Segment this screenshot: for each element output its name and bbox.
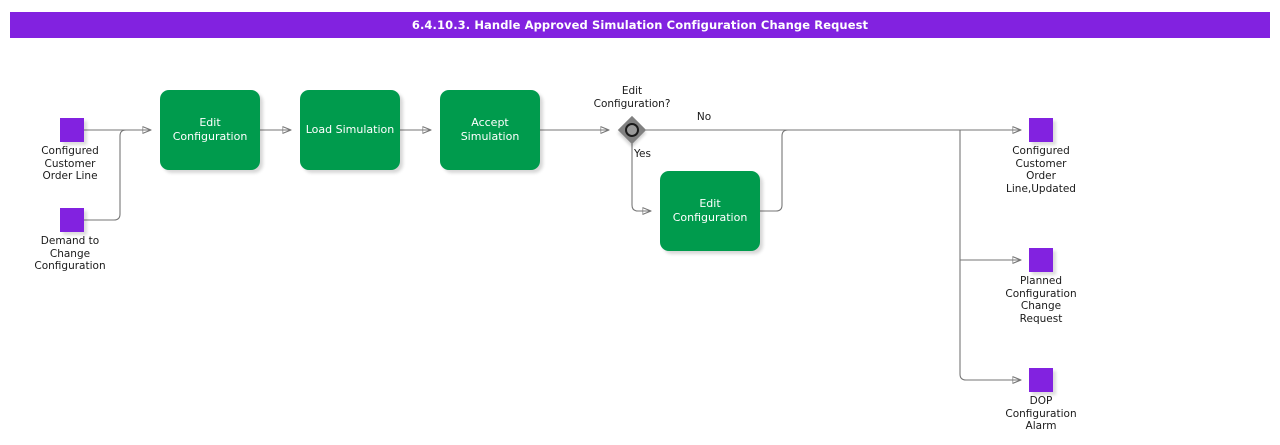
data-object-configured-customer-order-line[interactable] [60,118,84,142]
task-label-edit-configuration-1: Edit Configuration [172,116,248,143]
data-label-configured-customer-order-line: Configured Customer Order Line [41,145,99,183]
wire-edit-configuration-2-to-merge [760,129,789,212]
gateway-label-edit-configuration: Edit Configuration? [593,85,671,110]
gateway-edit-configuration[interactable] [617,115,647,145]
data-object-configured-customer-order-line-updated[interactable] [1029,118,1053,142]
branch-label-yes: Yes [634,148,651,160]
data-object-dop-configuration-alarm[interactable] [1029,368,1053,392]
task-edit-configuration-2[interactable]: Edit Configuration [660,171,760,251]
task-label-load-simulation: Load Simulation [305,123,395,136]
task-label-accept-simulation: Accept Simulation [460,116,520,143]
data-label-dop-configuration-alarm: DOP Configuration Alarm [1005,395,1077,433]
task-accept-simulation[interactable]: Accept Simulation [440,90,540,170]
data-object-planned-configuration-change-request[interactable] [1029,248,1053,272]
task-label-edit-configuration-2: Edit Configuration [672,197,748,224]
gateway-event-ring-icon [625,123,639,137]
data-label-demand-to-change-configuration: Demand to Change Configuration [34,235,106,273]
data-object-demand-to-change-configuration[interactable] [60,208,84,232]
task-edit-configuration-1[interactable]: Edit Configuration [160,90,260,170]
data-label-configured-customer-order-line-updated: Configured Customer Order Line,Updated [1006,145,1076,195]
branch-label-no: No [696,111,712,123]
task-load-simulation[interactable]: Load Simulation [300,90,400,170]
diagram-title-bar: 6.4.10.3. Handle Approved Simulation Con… [10,12,1270,38]
page-title: 6.4.10.3. Handle Approved Simulation Con… [411,18,869,32]
data-label-planned-configuration-change-request: Planned Configuration Change Request [1005,275,1077,325]
